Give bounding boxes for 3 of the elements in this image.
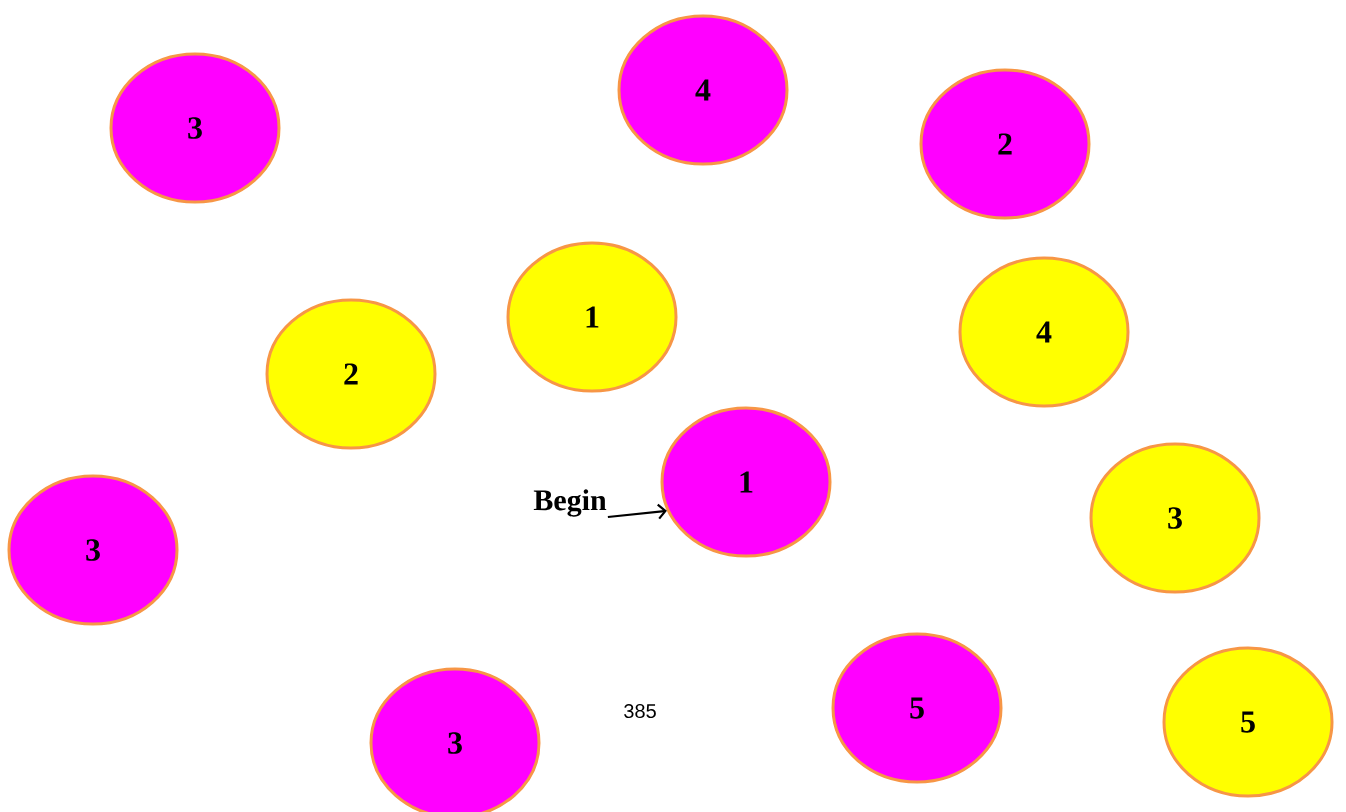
page-number: 385 — [624, 703, 656, 719]
begin-label: Begin — [533, 489, 607, 517]
arrow — [607, 503, 667, 520]
